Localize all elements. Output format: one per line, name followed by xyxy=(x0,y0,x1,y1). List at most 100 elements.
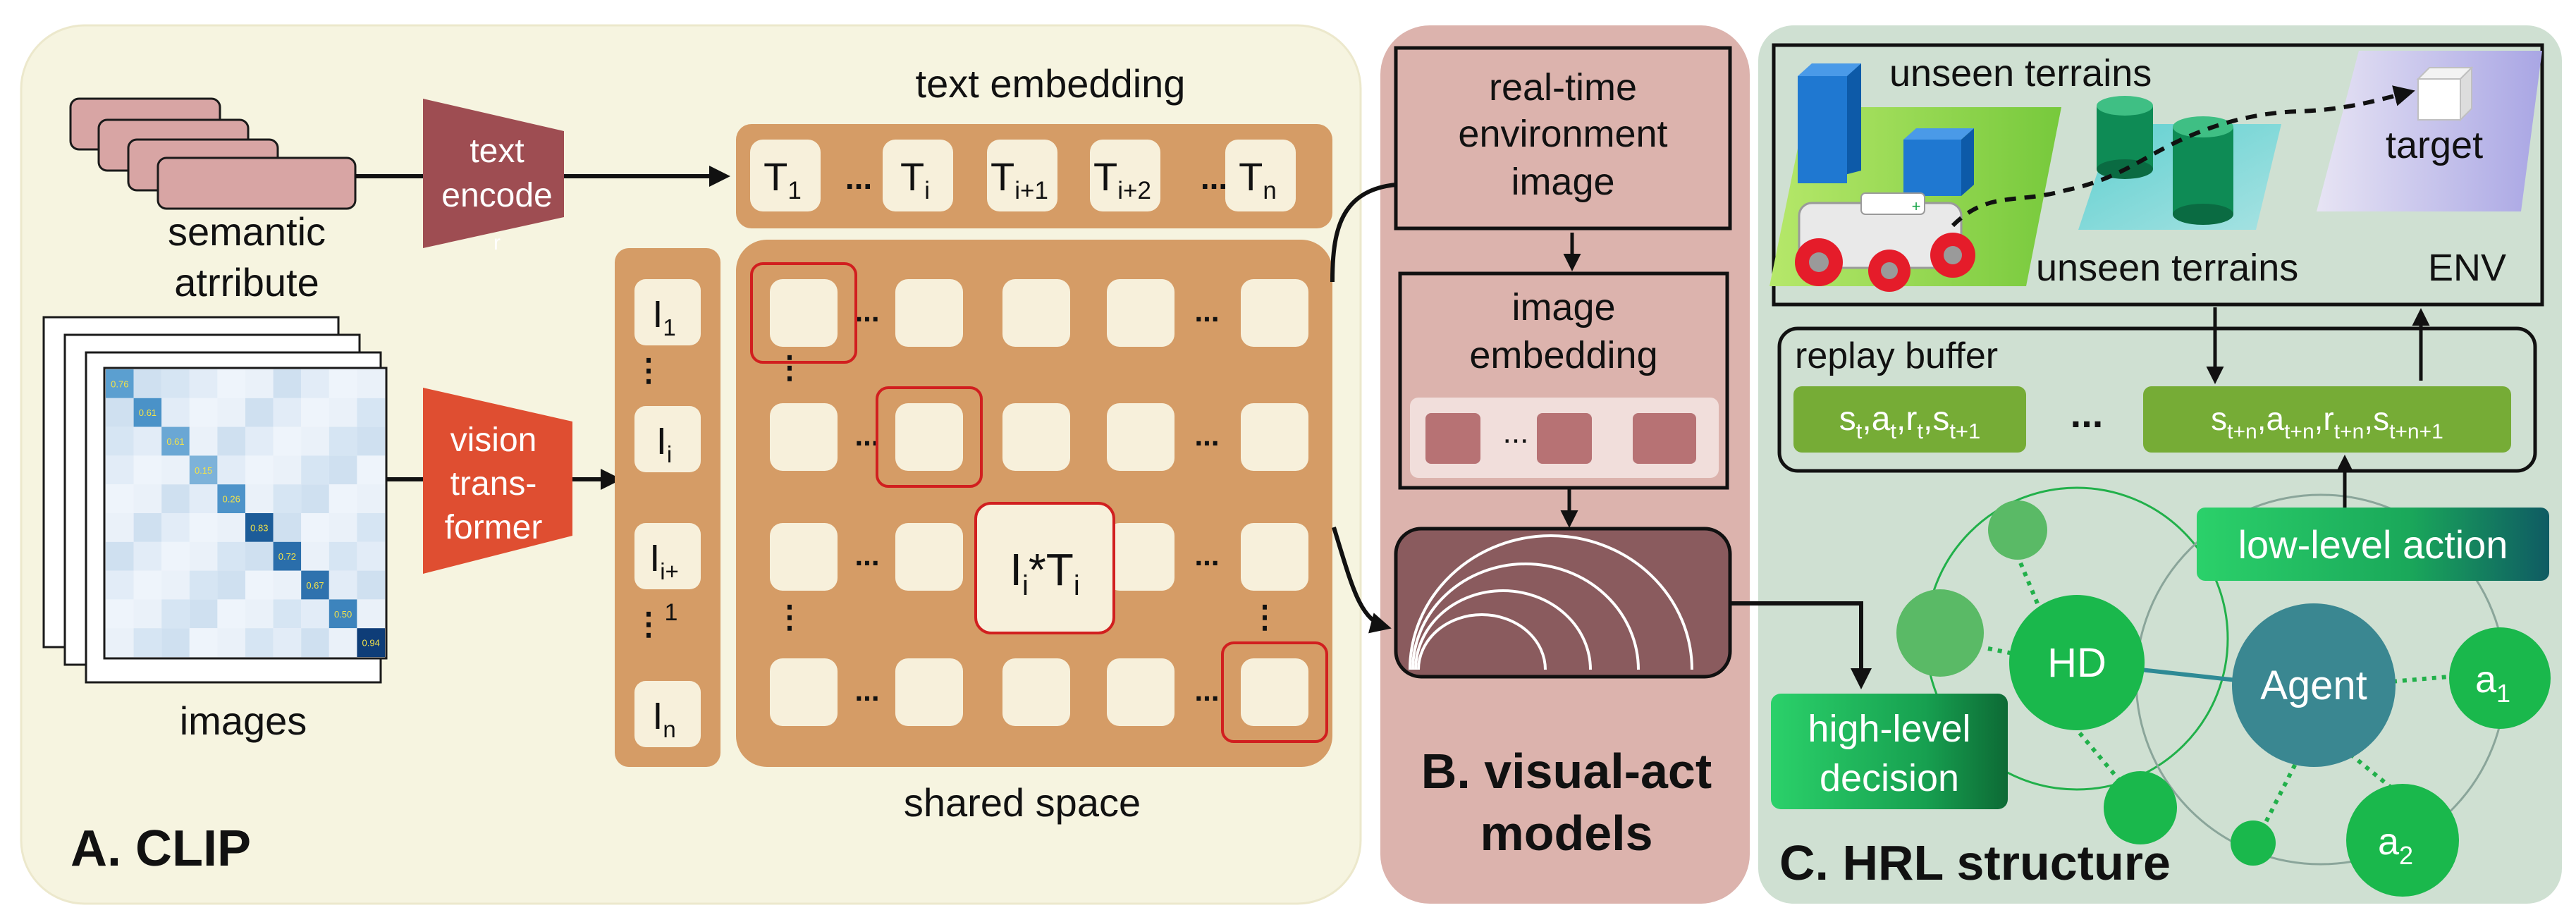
matrix-cell xyxy=(133,628,162,657)
shared-cell-0-4 xyxy=(1241,279,1308,347)
matrix-cell xyxy=(161,484,190,513)
matrix-cell xyxy=(217,426,245,456)
image-token-label-1: Ii xyxy=(656,420,672,467)
matrix-cell xyxy=(245,484,274,513)
matrix-cell xyxy=(189,455,218,485)
shared-cell-1-3 xyxy=(1107,403,1174,471)
shared-cell-1-4 xyxy=(1241,403,1308,471)
matrix-cell xyxy=(189,398,218,427)
node-small-top xyxy=(1988,500,2047,560)
transition-first-text: st,at,rt,st+1 xyxy=(1839,400,1981,443)
text-encoder-label-1: text xyxy=(470,133,524,170)
node-a2 xyxy=(2346,784,2459,897)
shared-cell-2-3 xyxy=(1107,523,1174,591)
node-agent xyxy=(2232,603,2396,767)
matrix-cell xyxy=(133,369,162,398)
matrix-cell xyxy=(357,628,385,657)
embedding-label-2: embedding xyxy=(1469,334,1657,376)
node-small-bottom xyxy=(2104,771,2177,844)
image-token-0 xyxy=(634,279,701,345)
product-cell xyxy=(974,502,1115,634)
matrix-cell xyxy=(217,398,245,427)
text-encoder-label-3: r xyxy=(493,231,501,254)
images-stack: 0.760.610.610.150.260.830.720.670.500.94 xyxy=(42,316,388,684)
matrix-cell xyxy=(357,570,385,600)
matrix-cell xyxy=(106,599,134,629)
embedding-chip-3 xyxy=(1633,413,1696,464)
matrix-value: 0.76 xyxy=(111,379,128,389)
matrix-cell xyxy=(217,455,245,485)
matrix-cell xyxy=(273,599,302,629)
agent-label: Agent xyxy=(2260,663,2367,708)
matrix-cell xyxy=(301,398,329,427)
image-token-label-2: Ii+ xyxy=(649,537,679,584)
matrix-cell xyxy=(106,628,134,657)
matrix-value: 0.61 xyxy=(139,407,157,418)
connector-clip-to-model xyxy=(1332,527,1392,634)
semantic-attribute-stack xyxy=(69,97,357,210)
images-label: images xyxy=(180,699,307,743)
matrix-cell xyxy=(133,398,162,427)
high-level-label-1: high-level xyxy=(1808,708,1970,750)
node-small-left xyxy=(1896,589,1984,677)
matrix-cell xyxy=(189,599,218,629)
rover: + xyxy=(1795,192,1975,292)
matrix-cell xyxy=(133,426,162,456)
shared-cell-2-1 xyxy=(895,523,963,591)
matrix-cell xyxy=(357,369,385,398)
matrix-cell xyxy=(217,369,245,398)
shared-vdots-1: ⋮ xyxy=(774,600,805,634)
matrix-cell xyxy=(245,369,274,398)
node-tiny xyxy=(2231,820,2276,866)
matrix-cell xyxy=(245,541,274,571)
matrix-cell xyxy=(301,455,329,485)
shared-cell-0-2 xyxy=(1002,279,1070,347)
matrix-cell xyxy=(217,484,245,513)
matrix-cell xyxy=(301,541,329,571)
embedding-chip-2 xyxy=(1537,413,1592,464)
hd-label: HD xyxy=(2047,640,2106,686)
embedding-ellipsis: ... xyxy=(1503,415,1529,450)
text-embedding-label: text embedding xyxy=(916,61,1186,106)
shared-cell-3-4 xyxy=(1241,658,1308,726)
image-token-label-0: I1 xyxy=(652,293,675,340)
matrix-cell xyxy=(217,541,245,571)
shared-cell-0-1 xyxy=(895,279,963,347)
image-token-extra: 1 xyxy=(665,599,678,626)
shared-row-ellipsis-3-1: ... xyxy=(1194,674,1219,707)
matrix-cell xyxy=(133,484,162,513)
vision-encoder xyxy=(423,388,572,574)
matrix-cell xyxy=(217,599,245,629)
env-label: ENV xyxy=(2428,247,2506,289)
text-encoder-label-2: encode xyxy=(441,177,552,214)
connector-clip-to-realtime xyxy=(1330,183,1397,283)
matrix-cell xyxy=(245,513,274,542)
matrix-cell xyxy=(329,369,357,398)
text-encoder xyxy=(423,99,564,248)
text-token-label-3: Ti+2 xyxy=(1093,154,1151,204)
low-level-action-label: low-level action xyxy=(2238,522,2508,567)
text-token-label-4: Tn xyxy=(1239,154,1277,204)
image-token-label-3: In xyxy=(652,695,675,742)
connector-model-to-decision xyxy=(1730,601,1872,689)
transition-last-text: st+n,at+n,rt+n,st+n+1 xyxy=(2211,400,2443,443)
text-token-3 xyxy=(1090,140,1160,211)
node-hd xyxy=(2009,595,2145,730)
svg-text:+: + xyxy=(1912,197,1921,215)
clip-panel-title: A. CLIP xyxy=(70,820,251,877)
matrix-cell xyxy=(357,541,385,571)
target-cube xyxy=(2416,66,2474,122)
visual-act-panel: real-time environment image image embedd… xyxy=(1380,25,1750,904)
high-level-label-2: decision xyxy=(1820,757,1959,799)
vision-encoder-label-2: trans- xyxy=(450,465,537,503)
product-label: Ii*Ti xyxy=(1010,544,1080,601)
attribute-label: atrribute xyxy=(174,260,319,305)
hrl-panel-title: C. HRL structure xyxy=(1779,835,2171,890)
a1-label: a1 xyxy=(2475,658,2510,708)
matrix-cell xyxy=(273,426,302,456)
text-token-label-0: T1 xyxy=(763,154,802,204)
matrix-cell xyxy=(161,369,190,398)
matrix-cell xyxy=(217,513,245,542)
image-token-3 xyxy=(634,681,701,747)
